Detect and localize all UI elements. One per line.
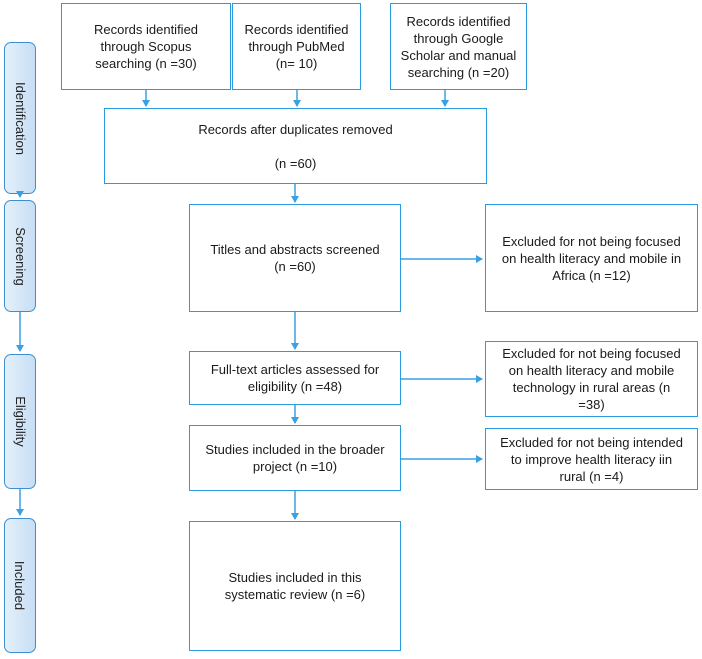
stage-identification: Identification — [4, 42, 36, 194]
box-duplicates-removed: Records after duplicates removed (n =60) — [104, 108, 487, 184]
box-scopus: Records identified through Scopus search… — [61, 3, 231, 90]
box-excluded-rural: Excluded for not being focused on health… — [485, 341, 698, 417]
box-excluded-africa: Excluded for not being focused on health… — [485, 204, 698, 312]
box-google: Records identified through Google Schola… — [390, 3, 527, 90]
box-pubmed: Records identified through PubMed (n= 10… — [232, 3, 361, 90]
box-excluded-intent: Excluded for not being intended to impro… — [485, 428, 698, 490]
box-broader-project: Studies included in the broader project … — [189, 425, 401, 491]
stage-included: Included — [4, 518, 36, 653]
box-titles-screened: Titles and abstracts screened (n =60) — [189, 204, 401, 312]
box-included-review: Studies included in this systematic revi… — [189, 521, 401, 651]
stage-eligibility: Eligibility — [4, 354, 36, 489]
box-fulltext-assessed: Full-text articles assessed for eligibil… — [189, 351, 401, 405]
stage-screening: Screening — [4, 200, 36, 312]
